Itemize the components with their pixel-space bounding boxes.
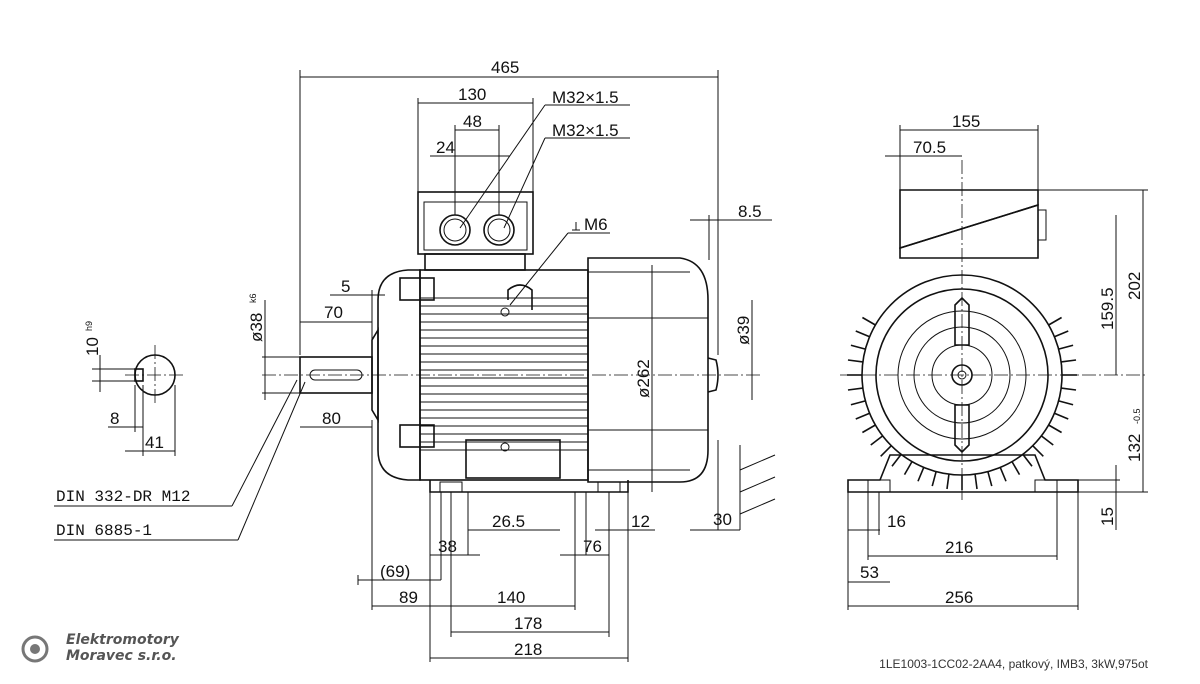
box-offset-label: 70.5 [913,138,946,157]
frame-diameter-label: ø262 [634,359,653,398]
end-shaft-height-label: 132 [1125,434,1144,462]
flange-offset-label: (69) [380,562,410,581]
end-fin [880,445,892,457]
cooling-fins [420,297,588,451]
foot-span-1-label: 26.5 [492,512,525,531]
end-fin [1061,359,1077,363]
rear-clearance-label: 8.5 [738,202,762,221]
foot-length-label: 178 [514,614,542,633]
end-fin [862,316,876,326]
key-width-label: 10 [83,337,102,356]
box-top-label: 159.5 [1098,287,1117,330]
motor-feet [429,480,629,493]
end-fin [855,412,870,420]
end-fin [1032,445,1044,457]
end-fin [1022,453,1033,467]
end-view: 155 70.5 202 159.5 132 -0.5 15 16 216 53… [840,112,1148,610]
gland-2-label: M32×1.5 [552,121,619,140]
shaft-tolerance-label: k6 [248,293,258,303]
box-width-label: 155 [952,112,980,131]
hole-spacing-label: 216 [945,538,973,557]
gland-1-label: M32×1.5 [552,88,619,107]
shaft-shoulder-label: 5 [341,277,350,296]
fan-cover [587,257,709,483]
logo-line-2: Moravec s.r.o. [66,648,177,664]
end-fin [1040,435,1054,446]
end-feet [847,454,1079,493]
end-fin [891,453,902,467]
side-view: 465 130 48 24 M32×1.5 M32×1.5 M6 8.5 5 7… [247,58,776,662]
end-fin [847,359,863,363]
end-fin [850,344,866,350]
end-fin [847,387,863,391]
end-fin [931,471,937,487]
end-fin [862,424,876,434]
foot-thickness-label: 30 [713,510,732,529]
standards-callouts: DIN 332-DR M12 DIN 6885-1 [54,379,306,541]
thread-standard-label: DIN 332-DR M12 [56,488,190,506]
shaft-diameter-label: ø38 [247,313,266,342]
end-fin [855,330,870,338]
motor-logo-icon [21,635,49,663]
gland-spacing-label: 48 [463,112,482,131]
end-fin [1048,316,1062,326]
end-fin [1058,344,1074,350]
shaft-ext-label: 80 [322,409,341,428]
foot-span-2-label: 12 [631,512,650,531]
end-foot-height-label: 15 [1098,507,1117,526]
end-fins [847,316,1077,490]
logo-line-1: Elektromotory [66,632,179,648]
shaft-height-label: 41 [145,433,164,452]
end-fin [1061,387,1077,391]
end-fin [946,474,950,490]
drawing-caption: 1LE1003-1CC02-2AA4, patkový, IMB3, 3kW,9… [879,657,1148,671]
base-width-label: 256 [945,588,973,607]
foot-span-4-label: 76 [583,537,602,556]
end-fin [974,474,978,490]
end-fin [917,467,925,482]
key-standard-label: DIN 6885-1 [56,522,152,540]
key-detail: 10 h9 8 41 [83,321,185,456]
rear-shaft-diameter-label: ø39 [734,316,753,345]
foot-overall-label: 218 [514,640,542,659]
end-shaft-tolerance-label: -0.5 [1132,408,1142,424]
foot-offset-label: 89 [399,588,418,607]
foot-span-3-label: 38 [438,537,457,556]
box-height-label: 202 [1125,272,1144,300]
overall-length-label: 465 [491,58,519,77]
rating-plate [465,439,561,479]
end-terminal-box [899,189,1039,250]
end-shaft [951,364,973,386]
end-fin [987,471,993,487]
end-fin [1048,424,1062,434]
end-fin [1058,400,1074,406]
end-fin [903,461,913,475]
end-housing [861,274,1063,476]
end-fin [999,467,1007,482]
gland-offset-label: 24 [436,138,455,157]
end-foot-width-label: 16 [887,512,906,531]
foot-holes-label: 140 [497,588,525,607]
end-fin [850,400,866,406]
key-depth-label: 8 [110,409,119,428]
foot-edge-label: 53 [860,563,879,582]
shaft-length-label: 70 [324,303,343,322]
end-fin [870,435,884,446]
key-tolerance-label: h9 [84,321,94,331]
terminal-box-width-label: 130 [458,85,486,104]
company-logo: Elektromotory Moravec s.r.o. [20,632,220,672]
end-fin [1054,330,1069,338]
end-fin [1054,412,1069,420]
end-fin [1011,461,1021,475]
earth-thread-label: M6 [584,215,608,234]
